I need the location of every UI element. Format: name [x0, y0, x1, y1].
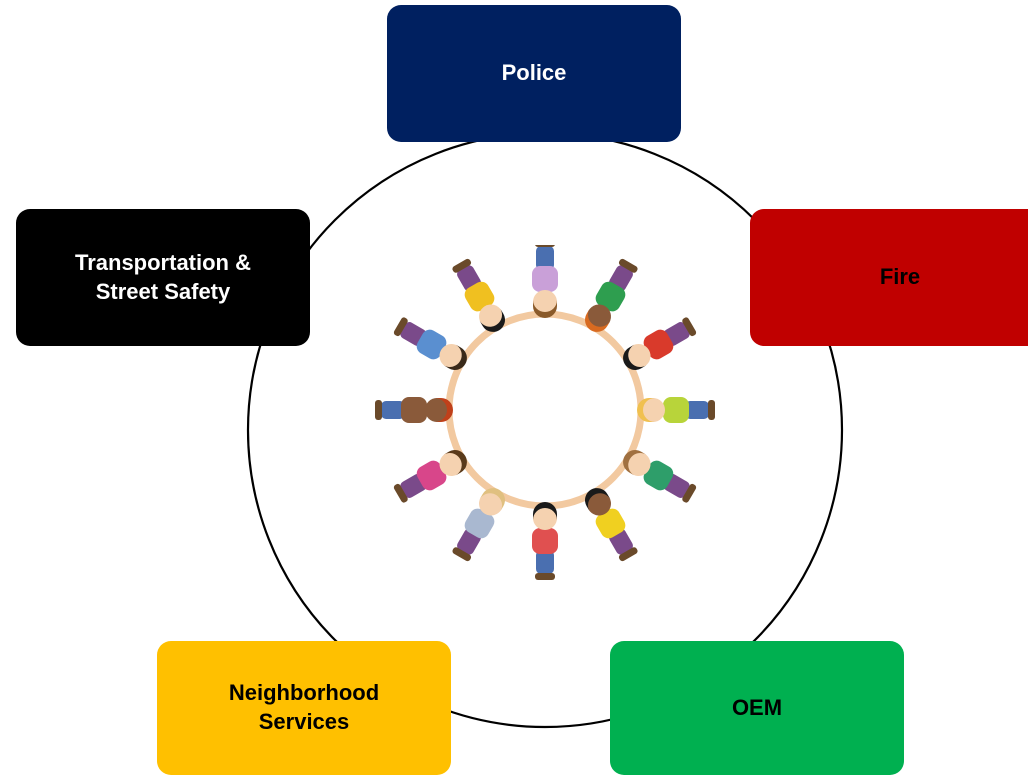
- children-circle-illustration: [375, 245, 715, 580]
- oem-label: OEM: [731, 694, 783, 720]
- transportation-label: Transportation & Street Safety: [74, 249, 251, 304]
- police-node[interactable]: Police: [387, 5, 681, 142]
- police-label: Police: [501, 60, 567, 86]
- oem-node[interactable]: OEM: [610, 641, 904, 775]
- fire-label: Fire: [879, 264, 921, 290]
- neighborhood-label: Neighborhood Services: [228, 680, 380, 734]
- neighborhood-services-node[interactable]: Neighborhood Services: [157, 641, 451, 775]
- fire-node[interactable]: Fire: [750, 209, 1028, 346]
- transportation-street-safety-node[interactable]: Transportation & Street Safety: [16, 209, 310, 346]
